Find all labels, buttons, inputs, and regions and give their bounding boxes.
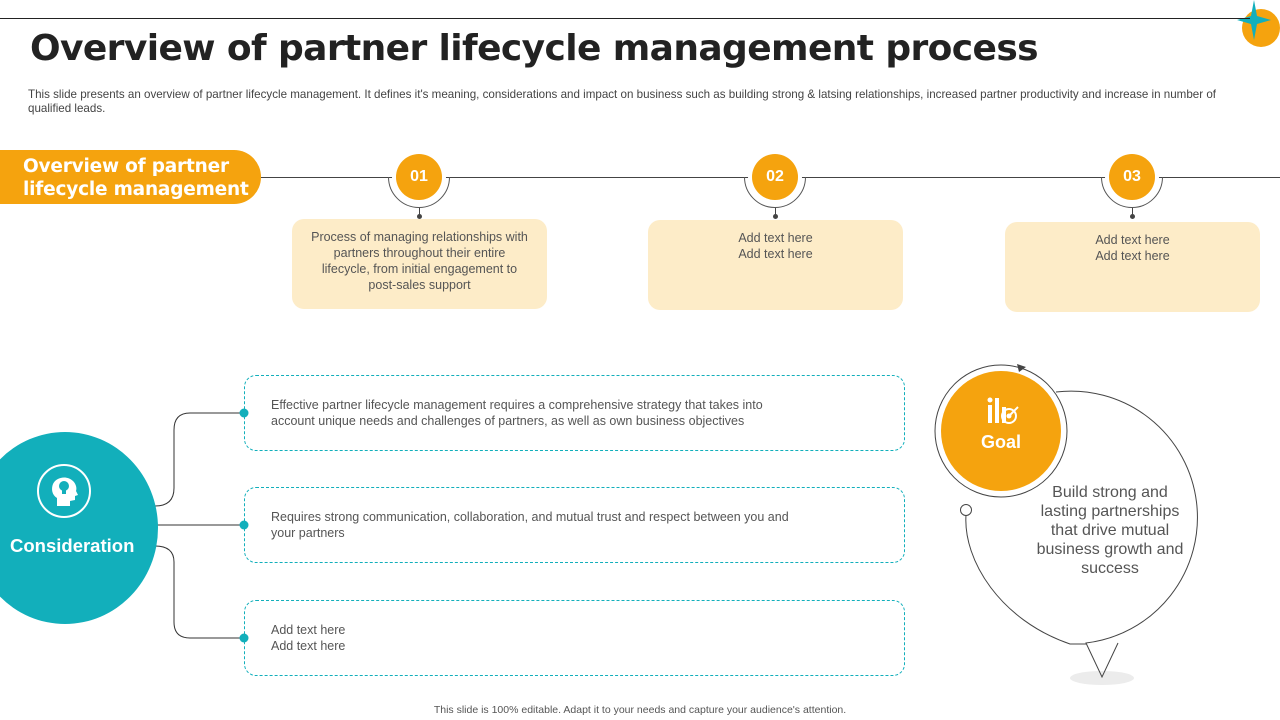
step-03-text-line: Add text here [1095,249,1170,263]
head-lightbulb-icon [37,464,91,518]
step-01-card: Process of managing relationships with p… [292,219,547,309]
goal-text-line: business growth and [1036,541,1184,558]
goal-text-line: success [1081,560,1139,577]
goal-circle [941,371,1061,491]
consideration-label: Consideration [10,535,135,556]
step-01-text-line: post-sales support [368,278,471,292]
step-02-text-line: Add text here [738,231,813,245]
step-01-dot [417,214,422,219]
text-line: account unique needs and challenges of p… [271,414,745,428]
step-03-text-line: Add text here [1095,233,1170,247]
consideration-connectors [154,408,249,643]
page-subtitle: This slide presents an overview of partn… [28,88,1216,115]
step-02-stem [775,208,776,218]
header-rule [0,18,1250,19]
overview-label-line1: Overview of partner [23,156,229,177]
text-line: Add text here [271,639,346,653]
goal-speech-outline [1055,390,1198,679]
step-02-dot [773,214,778,219]
goal-small-ring [960,504,972,516]
text-line: Effective partner lifecycle management r… [271,398,763,412]
consideration-item-3: Add text here Add text here [244,600,905,676]
step-01-text-line: partners throughout their entire [333,246,506,260]
overview-label-line2: lifecycle management [23,179,249,200]
text-line: your partners [271,526,345,540]
goal-text: Build strong and lasting partnerships th… [1030,483,1190,578]
footer-note: This slide is 100% editable. Adapt it to… [433,704,847,716]
step-02-card: Add text here Add text here [648,220,903,310]
step-01-text-line: lifecycle, from initial engagement to [321,262,518,276]
consideration-item-1-text: Effective partner lifecycle management r… [271,397,763,429]
step-03-card: Add text here Add text here [1005,222,1260,312]
step-01-text-line: Process of managing relationships with [311,230,528,244]
overview-section-label: Overview of partner lifecycle management [0,150,261,204]
goal-speech-outline [965,514,1086,645]
consideration-item-2: Requires strong communication, collabora… [244,487,905,563]
goal-text-line: lasting partnerships [1040,503,1180,520]
goal-text-line: Build strong and [1052,484,1168,501]
step-02-badge: 02 [752,154,798,200]
goal-label: Goal [980,432,1021,452]
goal-graphic [934,364,1198,685]
text-line: Add text here [271,623,346,637]
text-line: Requires strong communication, collabora… [271,510,789,524]
step-01-badge: 01 [396,154,442,200]
consideration-item-1: Effective partner lifecycle management r… [244,375,905,451]
step-03-stem [1132,208,1133,218]
target-chart-icon [987,397,1019,424]
step-01-stem [419,208,420,218]
step-02-text-line: Add text here [738,247,813,261]
step-03-dot [1130,214,1135,219]
consideration-item-3-text: Add text here Add text here [271,622,345,654]
goal-text-line: that drive mutual [1050,522,1170,539]
page-title: Overview of partner lifecycle management… [30,28,1039,69]
brand-logo-icon [1237,0,1280,47]
step-03-badge: 03 [1109,154,1155,200]
consideration-item-2-text: Requires strong communication, collabora… [271,509,789,541]
consideration-circle [0,432,158,624]
